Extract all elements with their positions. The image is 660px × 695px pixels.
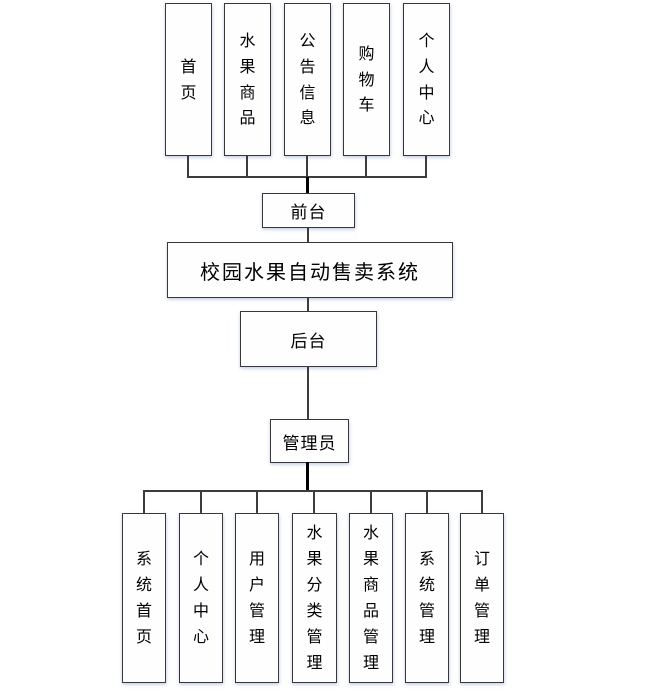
frontend-module-home-label: 首页	[180, 56, 197, 102]
connector-stub-bottom-5	[370, 491, 372, 514]
connector-stub-bottom-2	[200, 491, 202, 514]
backend-module-fruit-category-management: 水果分类管理	[292, 513, 337, 683]
backend-module-order-management: 订单管理	[460, 513, 504, 683]
connector-frontend-to-title	[307, 227, 309, 243]
connector-stub-top-4	[365, 156, 367, 177]
admin-node: 管理员	[270, 419, 349, 463]
connector-trunk-to-frontend	[306, 177, 309, 194]
connector-stub-bottom-7	[481, 491, 483, 514]
frontend-node-label: 前台	[290, 203, 327, 223]
connector-title-to-backend	[307, 297, 309, 312]
backend-node: 后台	[240, 311, 377, 367]
backend-module-system-management-label: 系统管理	[419, 549, 436, 646]
frontend-module-announcements-label: 公告信息	[299, 30, 316, 128]
system-title-node: 校园水果自动售卖系统	[167, 242, 453, 298]
backend-module-fruit-product-management-label: 水果商品管理	[363, 523, 380, 672]
frontend-module-fruit-products-label: 水果商品	[239, 30, 256, 128]
backend-module-personal-center-label: 个人中心	[193, 549, 210, 646]
frontend-module-personal-center: 个人中心	[403, 3, 450, 156]
connector-stub-bottom-6	[426, 491, 428, 514]
connector-trunk-from-admin	[306, 462, 309, 492]
connector-stub-top-1	[187, 156, 189, 177]
frontend-module-cart-label: 购物车	[358, 43, 375, 115]
connector-stub-bottom-1	[143, 491, 145, 514]
frontend-module-home: 首页	[165, 3, 212, 156]
backend-module-fruit-product-management: 水果商品管理	[349, 513, 393, 683]
connector-stub-bottom-4	[313, 491, 315, 514]
frontend-node: 前台	[262, 193, 355, 228]
backend-module-fruit-category-management-label: 水果分类管理	[306, 523, 323, 672]
backend-module-system-home: 系统首页	[122, 513, 166, 683]
backend-module-system-home-label: 系统首页	[136, 549, 153, 646]
connector-backend-to-admin	[307, 366, 309, 420]
backend-node-label: 后台	[290, 331, 327, 352]
backend-module-personal-center: 个人中心	[179, 513, 223, 683]
backend-module-order-management-label: 订单管理	[474, 549, 491, 646]
frontend-module-announcements: 公告信息	[284, 3, 331, 156]
connector-stub-top-5	[425, 156, 427, 177]
system-title-label: 校园水果自动售卖系统	[200, 259, 420, 284]
backend-module-user-management-label: 用户管理	[249, 549, 266, 646]
backend-module-user-management: 用户管理	[235, 513, 279, 683]
connector-stub-bottom-3	[256, 491, 258, 514]
connector-stub-top-3	[306, 156, 308, 177]
frontend-module-fruit-products: 水果商品	[224, 3, 271, 156]
frontend-module-cart: 购物车	[343, 3, 390, 156]
backend-module-system-management: 系统管理	[405, 513, 449, 683]
admin-node-label: 管理员	[282, 433, 337, 454]
frontend-module-personal-center-label: 个人中心	[418, 30, 435, 128]
connector-stub-top-2	[246, 156, 248, 177]
